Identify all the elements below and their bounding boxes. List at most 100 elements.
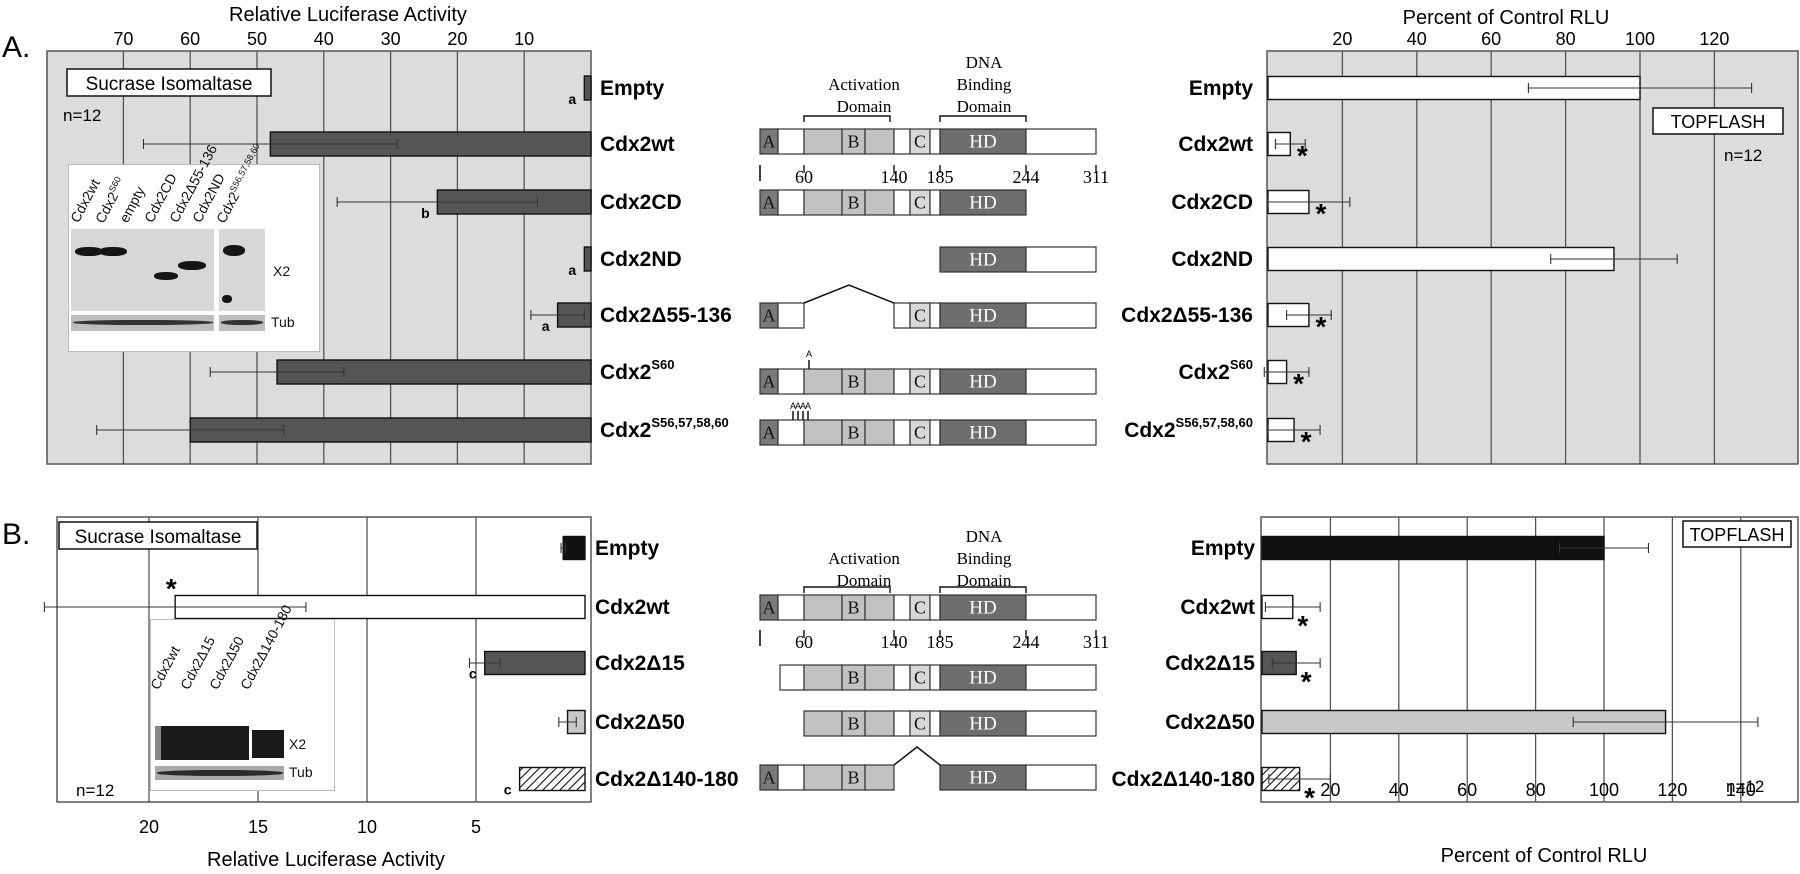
homeodomain-label: HD <box>969 250 996 271</box>
tick-label: 100 <box>1589 780 1619 800</box>
category-label: Empty <box>1189 77 1254 100</box>
mutation-letter: A <box>806 349 812 359</box>
linker <box>929 664 941 691</box>
homeodomain-label: HD <box>969 714 996 735</box>
deletion-connector <box>893 746 941 766</box>
mutation-letter: A <box>805 401 811 411</box>
domain-b-label: B <box>847 768 859 788</box>
dna-binding-domain-label: Binding <box>957 75 1012 94</box>
domain-c-label: C <box>914 714 926 734</box>
topflash-label: TOPFLASH <box>1690 525 1785 545</box>
activation-region <box>803 419 843 446</box>
significance-star: * <box>1293 368 1304 399</box>
topflash-box <box>1682 520 1792 548</box>
tick-label: 20 <box>139 817 159 837</box>
category-label: Cdx2CD <box>600 191 682 214</box>
domain-b-label: B <box>847 714 859 734</box>
activation-region <box>864 594 895 621</box>
linker <box>929 189 941 216</box>
homeodomain <box>939 664 1027 691</box>
domain-c-label: C <box>914 132 926 152</box>
homeodomain <box>939 368 1027 395</box>
category-label: Cdx2Δ55-136 <box>1121 304 1253 327</box>
domain-a-label: A <box>763 598 776 618</box>
homeodomain-label: HD <box>969 768 996 789</box>
domain-b-label: B <box>847 372 859 392</box>
panel-a-right-category-labels: EmptyCdx2wtCdx2CDCdx2NDCdx2Δ55-136Cdx2S6… <box>1121 77 1253 442</box>
linker <box>929 594 941 621</box>
activation-region <box>803 189 843 216</box>
linker <box>929 419 941 446</box>
category-label: Cdx2wt <box>600 133 675 156</box>
sucrase-isomaltase-label: Sucrase Isomaltase <box>75 527 242 548</box>
bar-empty <box>562 535 586 561</box>
blot-gel-main <box>71 229 214 311</box>
homeodomain <box>939 189 1027 216</box>
ruler-tick-label: 60 <box>795 167 813 187</box>
bar-empty <box>1261 535 1605 561</box>
dna-binding-domain-label: Domain <box>957 97 1012 116</box>
mutation-letter: A <box>790 401 796 411</box>
linker <box>929 302 941 329</box>
domain-a-label: A <box>763 372 776 392</box>
linker <box>893 189 911 216</box>
tick-label: 60 <box>1481 29 1501 49</box>
blot-gel-main <box>155 726 249 760</box>
domain-c-label: C <box>914 598 926 618</box>
domain-c-label: C <box>914 193 926 213</box>
dna-binding-bracket <box>939 115 1027 122</box>
linker <box>893 302 911 329</box>
ruler-tick-label: 244 <box>1013 167 1040 187</box>
activation-region <box>864 189 895 216</box>
activation-region <box>864 368 895 395</box>
tick-label: 120 <box>1657 780 1687 800</box>
sucrase-isomaltase-box <box>58 521 258 550</box>
activation-region <box>864 764 895 791</box>
deletion-connector <box>803 284 895 304</box>
mutation-letter: A <box>795 401 801 411</box>
homeodomain-label: HD <box>969 306 996 327</box>
ruler-tick-label: 185 <box>927 632 954 652</box>
significance-letter: b <box>421 205 430 221</box>
blot-band <box>75 247 103 256</box>
activation-domain-label: Activation <box>828 549 900 568</box>
domain-b-label: B <box>847 132 859 152</box>
activation-domain-label: Domain <box>837 97 892 116</box>
c-terminal-tail <box>1025 246 1097 273</box>
category-label: Cdx2Δ50 <box>595 711 685 734</box>
homeodomain <box>939 128 1027 155</box>
tick-label: 40 <box>314 29 334 49</box>
n-label: n=12 <box>1726 777 1764 796</box>
mutation-letter: A <box>800 401 806 411</box>
n-label: n=12 <box>76 781 114 800</box>
category-label: Cdx2ND <box>1171 248 1253 271</box>
domain-c-label: C <box>914 423 926 443</box>
linker <box>777 302 805 329</box>
significance-letter: a <box>568 262 576 278</box>
domain-b-label: B <box>847 598 859 618</box>
blot-tub-band <box>157 770 283 776</box>
significance-star: * <box>1315 198 1326 229</box>
activation-region <box>803 594 843 621</box>
domain-b-label: B <box>847 668 859 688</box>
domain-c-label: C <box>914 372 926 392</box>
category-label: Cdx2S60 <box>1178 357 1253 384</box>
tick-label: 20 <box>447 29 467 49</box>
n-label: n=12 <box>1724 146 1762 165</box>
category-label: Cdx2Δ15 <box>1165 652 1255 675</box>
chart-title: Percent of Control RLU <box>1441 845 1648 867</box>
tick-label: 30 <box>381 29 401 49</box>
activation-region <box>803 664 843 691</box>
tick-label: 50 <box>247 29 267 49</box>
activation-region <box>803 368 843 395</box>
blot-x2-label: X2 <box>273 263 291 279</box>
domain-a-label: A <box>763 193 776 213</box>
category-label: Cdx2Δ55-136 <box>600 304 732 327</box>
sucrase-isomaltase-box <box>66 68 272 97</box>
category-label: Cdx2wt <box>1178 133 1253 156</box>
significance-star: * <box>1297 610 1308 641</box>
significance-star: * <box>1297 140 1308 171</box>
domain-b-label: B <box>847 423 859 443</box>
